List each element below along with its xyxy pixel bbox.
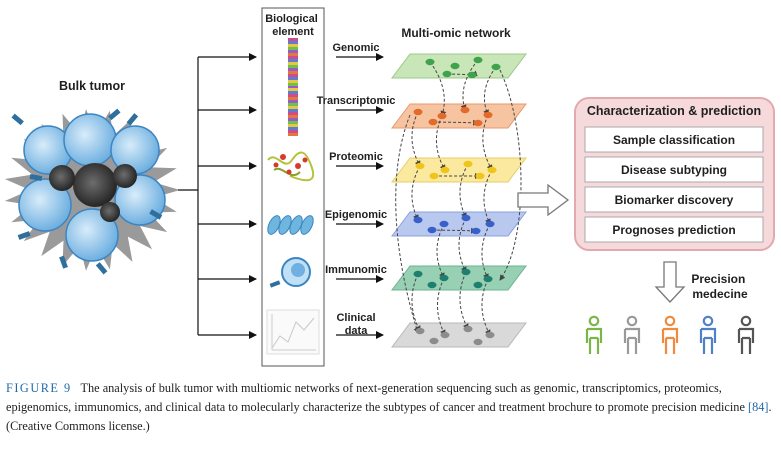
network-node (463, 160, 473, 168)
network-link (436, 115, 446, 171)
omic-label-epigenomic: Epigenomic (325, 209, 387, 221)
bulk-tumor-label: Bulk tumor (59, 79, 125, 93)
network-node (413, 270, 423, 278)
network-link (458, 217, 467, 273)
network-node (473, 56, 483, 64)
network-node (427, 281, 437, 289)
network-node (442, 70, 452, 78)
network-node (439, 220, 449, 228)
network-node (473, 119, 483, 127)
person-icon (661, 315, 679, 354)
network-link (395, 114, 420, 334)
network-node (473, 338, 483, 346)
multiomic-diagram: Bulk tumor (4, 7, 775, 367)
network-node (467, 71, 477, 79)
clinical-data-plot-icon (266, 309, 320, 355)
network-node (429, 172, 439, 180)
precision-medicine-label: Precision medecine (691, 272, 748, 301)
person-icon (737, 315, 755, 354)
characterization-item-box (584, 156, 764, 183)
network-layer-epigenomic (391, 211, 527, 237)
network-node (429, 337, 439, 345)
network-node (475, 172, 485, 180)
network-link (483, 169, 493, 225)
network-link (436, 223, 445, 279)
omic-label-proteomic: Proteomic (329, 151, 383, 163)
network-node (450, 62, 460, 70)
characterization-item-label: Sample classification (613, 133, 735, 147)
omic-label-transcriptomic: Transcriptomic (317, 95, 396, 107)
tumor-branch-connector (178, 53, 257, 339)
characterization-item-label: Prognoses prediction (612, 223, 735, 237)
network-link (411, 111, 421, 167)
network-node (439, 274, 449, 282)
multiomic-network-label: Multi-omic network (401, 26, 511, 40)
network-layer-proteomic (391, 157, 527, 183)
characterization-item-box (584, 186, 764, 213)
network-node (413, 108, 423, 116)
network-node (461, 268, 471, 276)
network-node (483, 111, 493, 119)
network-node (471, 227, 481, 235)
person-icon (699, 315, 717, 354)
network-node (440, 331, 450, 339)
network-node (485, 331, 495, 339)
rna-sequence-icon (288, 88, 298, 136)
network-link (429, 61, 447, 117)
network-link (437, 277, 446, 336)
network-link (482, 114, 493, 171)
person-icon (585, 315, 603, 354)
hollow-arrow-right (517, 183, 570, 217)
network-node (487, 166, 497, 174)
person-icon (623, 315, 641, 354)
characterization-item-box (584, 126, 764, 153)
characterization-title: Characterization & prediction (587, 104, 761, 118)
caption-reference-link[interactable]: [84] (747, 400, 769, 414)
caption-text: The analysis of bulk tumor with multiomi… (6, 381, 748, 414)
bulk-tumor-illustration (4, 108, 180, 275)
dna-sequence-icon (288, 38, 298, 92)
network-node (425, 58, 435, 66)
network-layer-clinical-data (391, 322, 527, 348)
network-link (481, 223, 491, 280)
figure-number: FIGURE 9 (6, 381, 72, 395)
network-link (499, 69, 522, 281)
characterization-item-label: Biomarker discovery (615, 193, 734, 207)
characterization-item-label: Disease subtyping (621, 163, 727, 177)
chromatin-histone-icon (267, 215, 314, 235)
network-node (440, 166, 450, 174)
figure-caption: FIGURE 9 The analysis of bulk tumor with… (6, 379, 776, 436)
network-node (463, 325, 473, 333)
network-node (413, 216, 423, 224)
network-node (460, 106, 470, 114)
network-link (411, 165, 421, 221)
characterization-item-box (584, 216, 764, 243)
network-node (483, 275, 493, 283)
network-node (485, 220, 495, 228)
network-layer-transcriptomic (391, 103, 527, 129)
network-node (491, 63, 501, 71)
hollow-arrow-down (654, 261, 686, 303)
network-node (461, 214, 471, 222)
network-layer-immunomic (391, 265, 527, 291)
network-node (437, 112, 447, 120)
network-node (428, 118, 438, 126)
network-node (415, 162, 425, 170)
network-link (459, 163, 469, 219)
network-link (460, 59, 479, 111)
network-node (427, 226, 437, 234)
immune-cell-icon (269, 257, 311, 288)
caption-text-end: . (Creative Commons license.) (6, 400, 772, 433)
biological-element-label: Biological element (265, 13, 321, 38)
omic-label-immunomic: Immunomic (325, 264, 387, 276)
network-node (473, 281, 483, 289)
omic-label-genomic: Genomic (332, 42, 379, 54)
network-node (415, 327, 425, 335)
network-link (483, 66, 497, 116)
protein-structure-icon (267, 151, 315, 182)
